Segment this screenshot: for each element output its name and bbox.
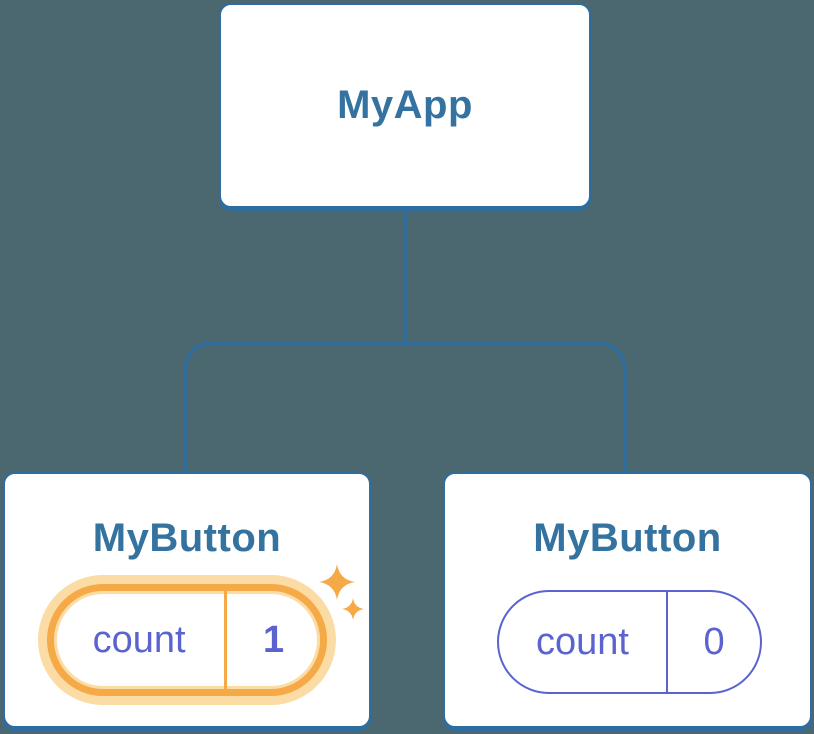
state-value: 0 (703, 620, 725, 663)
sparkle-icon (342, 598, 364, 620)
node-title: MyButton (533, 516, 722, 560)
node-title: MyApp (337, 83, 473, 127)
sparkle-icon (319, 564, 355, 600)
state-key: count (536, 620, 629, 663)
pill-divider (224, 591, 228, 689)
state-key: count (92, 618, 186, 661)
component-node-mybutton-1: MyButton count 1 (3, 472, 371, 728)
node-title: MyButton (92, 516, 282, 560)
state-pill: count 0 (497, 590, 762, 694)
state-value: 1 (263, 618, 285, 661)
state-pill-highlighted: count 1 (47, 584, 327, 696)
component-node-mybutton-2: MyButton count 0 (443, 472, 812, 728)
component-node-myapp: MyApp (219, 3, 591, 208)
pill-divider (666, 592, 669, 692)
